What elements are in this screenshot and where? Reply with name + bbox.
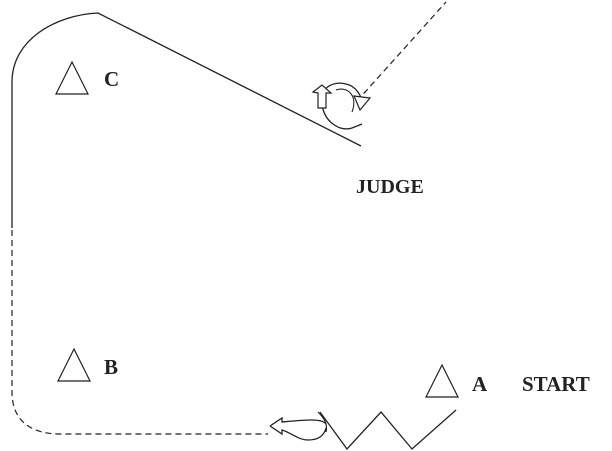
exit-dashed-path: [356, 1, 447, 102]
marker-a-triangle-icon: [425, 363, 459, 398]
turn-arrow-icon: [269, 411, 328, 441]
marker-c-triangle-icon: [55, 60, 89, 95]
circular-arrow-icon: [311, 82, 372, 130]
zigzag-path: [319, 409, 457, 451]
marker-a-label: A: [472, 372, 488, 396]
course-dashed-path: [11, 230, 268, 435]
marker-b-triangle-icon: [57, 347, 91, 382]
marker-b-label: B: [104, 355, 118, 379]
start-label: START: [522, 372, 590, 396]
judge-label: JUDGE: [356, 176, 424, 198]
course-solid-path: [11, 12, 362, 228]
marker-c-label: C: [104, 67, 119, 91]
